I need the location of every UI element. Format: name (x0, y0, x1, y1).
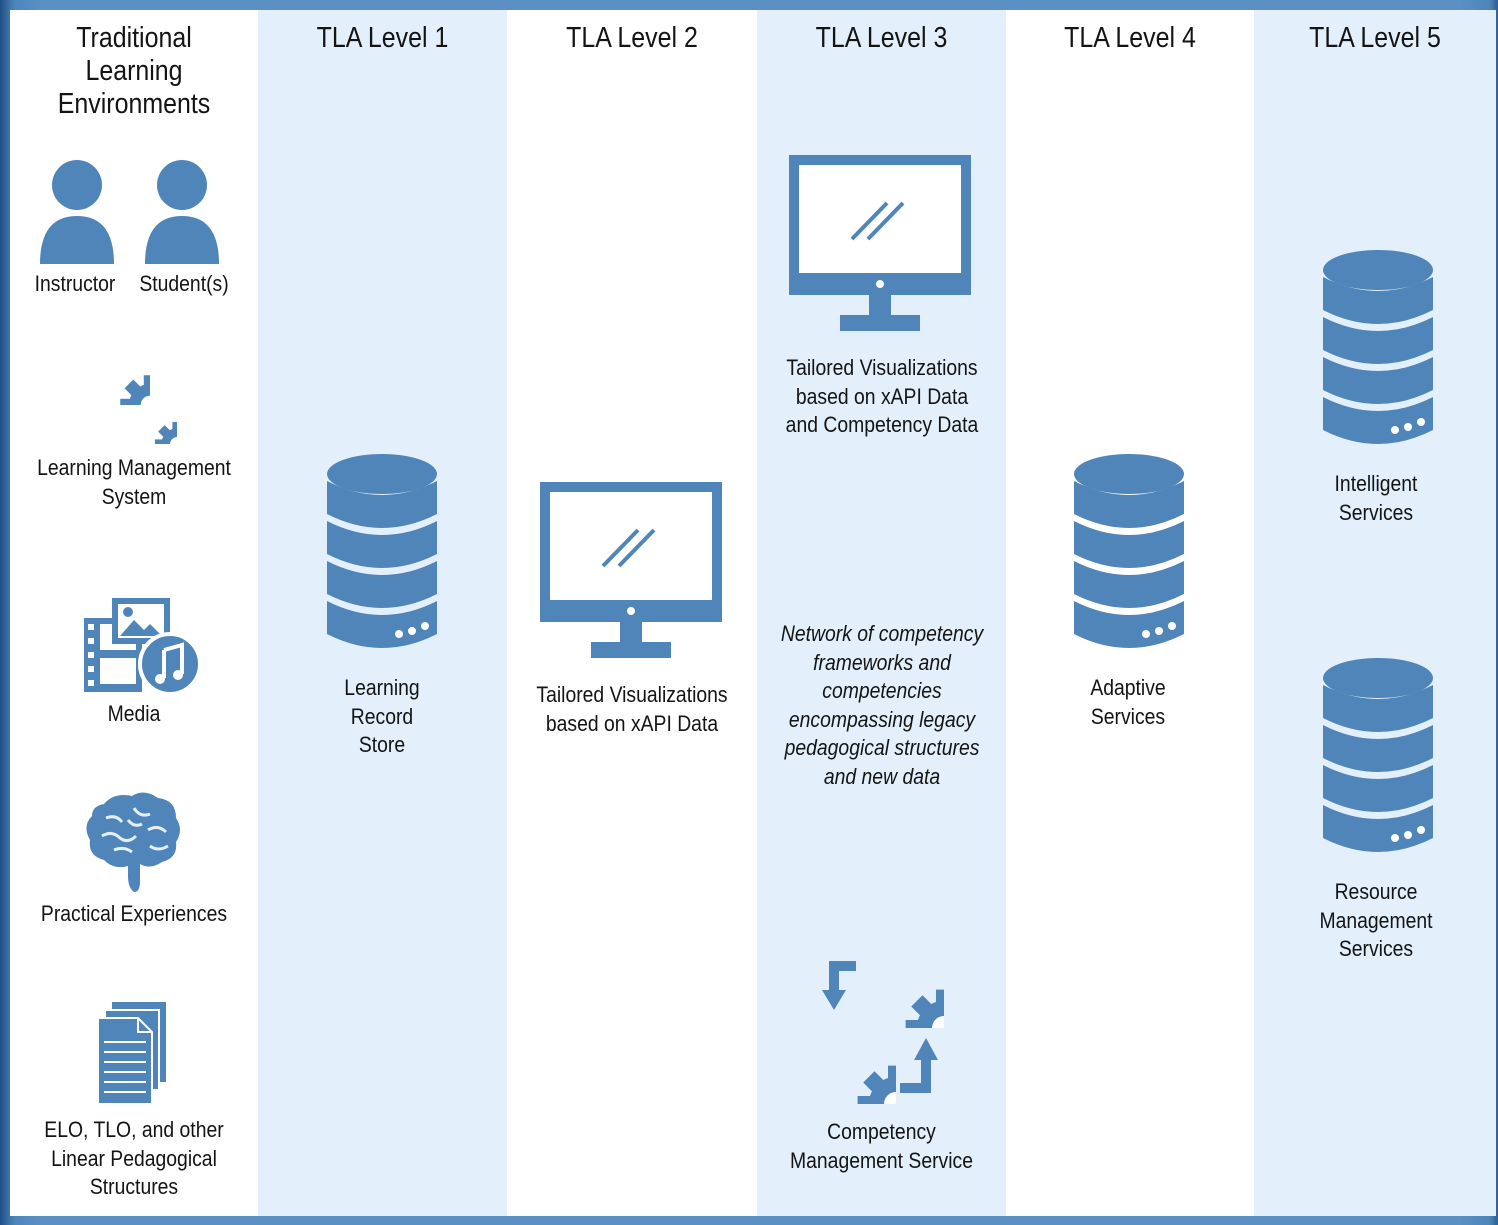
heading-level-2: TLA Level 2 (566, 22, 698, 54)
diagram-board: Traditional Learning Environments TLA Le… (10, 10, 1496, 1216)
column-level-1 (258, 10, 507, 1216)
instructor-person-icon (40, 160, 114, 264)
practical-experiences-label: Practical Experiences (40, 901, 228, 926)
heading-traditional: Traditional Learning Environments (57, 22, 211, 120)
competency-visualizations-label: Tailored Visualizations based on xAPI Da… (785, 355, 979, 437)
intelligent-services-label: Intelligent Services (1334, 471, 1418, 525)
heading-level-3: TLA Level 3 (815, 22, 948, 54)
tailored-visualizations-label: Tailored Visualizations based on xAPI Da… (536, 682, 728, 736)
visualization-monitor-icon (540, 482, 722, 658)
adaptive-services-label: Adaptive Services (1090, 675, 1166, 729)
gear-cycle-icon (816, 948, 944, 1108)
competency-management-service-label: Competency Management Service (790, 1119, 973, 1173)
heading-level-4: TLA Level 4 (1064, 22, 1196, 54)
student-label: Student(s) (139, 271, 229, 296)
learning-record-store-database-icon (327, 454, 437, 660)
heading-level-1: TLA Level 1 (316, 22, 449, 54)
brain-icon (84, 790, 184, 894)
column-level-5 (1254, 10, 1496, 1216)
media-icon (84, 598, 200, 702)
learning-record-store-label: Learning Record Store (344, 675, 420, 757)
competency-network-note: Network of competency frameworks and com… (780, 621, 984, 789)
intelligent-services-database-icon (1323, 250, 1433, 456)
competency-visualization-monitor-icon (789, 155, 971, 331)
instructor-label: Instructor (34, 271, 116, 296)
column-level-4 (1006, 10, 1254, 1216)
linear-structures-label: ELO, TLO, and other Linear Pedagogical S… (44, 1117, 224, 1199)
media-label: Media (107, 701, 161, 726)
resource-management-database-icon (1323, 658, 1433, 864)
resource-management-services-label: Resource Management Services (1319, 879, 1433, 961)
student-person-icon (145, 160, 219, 264)
adaptive-services-database-icon (1074, 454, 1184, 660)
heading-level-5: TLA Level 5 (1309, 22, 1441, 54)
gears-icon (88, 343, 180, 447)
documents-icon (98, 1002, 168, 1104)
lms-label: Learning Management System (37, 455, 231, 509)
